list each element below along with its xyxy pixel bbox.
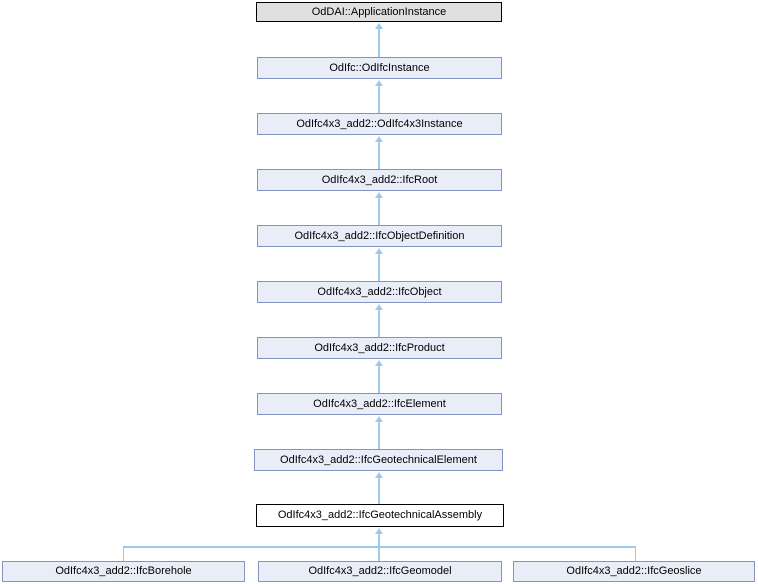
arrow-up-icon <box>374 192 383 198</box>
arrow-up-icon <box>374 528 383 534</box>
node-ifcobjectdefinition[interactable]: OdIfc4x3_add2::IfcObjectDefinition <box>257 225 502 247</box>
arrow-up-icon <box>374 80 383 86</box>
arrow-up-icon <box>374 136 383 142</box>
inheritance-edge <box>378 477 380 504</box>
node-ifcgeotechnicalassembly-current: OdIfc4x3_add2::IfcGeotechnicalAssembly <box>256 504 504 527</box>
inheritance-edge <box>378 309 380 337</box>
inheritance-edge <box>378 141 380 169</box>
node-ifcgeotechnicalelement[interactable]: OdIfc4x3_add2::IfcGeotechnicalElement <box>254 449 503 471</box>
node-ifcelement[interactable]: OdIfc4x3_add2::IfcElement <box>257 393 502 415</box>
node-oddai-applicationinstance[interactable]: OdDAI::ApplicationInstance <box>256 2 502 22</box>
arrow-up-icon <box>374 304 383 310</box>
inheritance-edge <box>378 421 380 449</box>
inheritance-edge <box>634 546 636 561</box>
inheritance-edge <box>378 197 380 225</box>
node-odifc-odifcinstance[interactable]: OdIfc::OdIfcInstance <box>257 57 502 79</box>
node-ifcproduct[interactable]: OdIfc4x3_add2::IfcProduct <box>257 337 502 359</box>
inheritance-edge <box>378 365 380 393</box>
inheritance-edge <box>378 85 380 113</box>
inheritance-edge <box>122 546 124 561</box>
inheritance-edge-junction <box>122 546 636 548</box>
node-ifcobject[interactable]: OdIfc4x3_add2::IfcObject <box>257 281 502 303</box>
arrow-up-icon <box>374 248 383 254</box>
node-odifc4x3instance[interactable]: OdIfc4x3_add2::OdIfc4x3Instance <box>257 113 502 135</box>
node-ifcgeoslice[interactable]: OdIfc4x3_add2::IfcGeoslice <box>513 561 755 582</box>
inheritance-edge <box>378 253 380 281</box>
arrow-up-icon <box>374 416 383 422</box>
arrow-up-icon <box>374 23 383 29</box>
node-ifcgeomodel[interactable]: OdIfc4x3_add2::IfcGeomodel <box>258 561 502 582</box>
node-ifcroot[interactable]: OdIfc4x3_add2::IfcRoot <box>257 169 502 191</box>
arrow-up-icon <box>374 360 383 366</box>
node-ifcborehole[interactable]: OdIfc4x3_add2::IfcBorehole <box>2 561 245 582</box>
arrow-up-icon <box>374 472 383 478</box>
inheritance-edge <box>378 28 380 57</box>
